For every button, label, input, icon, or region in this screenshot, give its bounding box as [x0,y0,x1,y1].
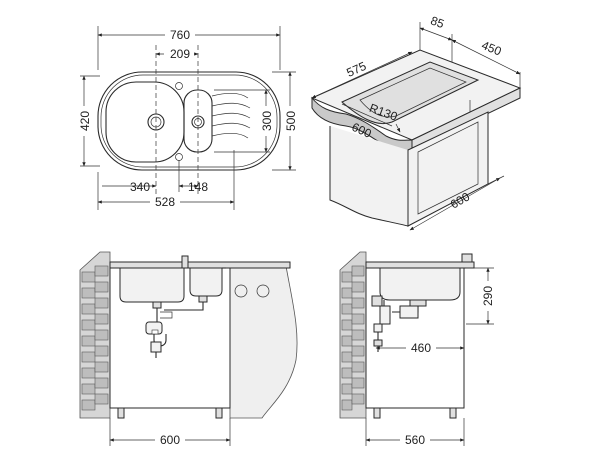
dim-inner-depth: 300 [260,111,274,131]
dim-small-gap: 148 [188,180,208,194]
valve-left [234,284,248,298]
top-view: 760 209 420 300 500 340 148 528 [77,26,298,210]
dim-side-height: 290 [481,286,495,306]
isometric-view: 85 450 575 R130 600 600 [310,13,522,231]
side-plumbing [371,295,427,352]
brick-wall-side [339,251,367,419]
dim-outer-depth: 500 [284,111,298,131]
countertop-front-view [109,261,291,269]
side-basin [379,268,461,301]
overflow-hole [175,153,183,161]
drain-plumbing [145,295,208,358]
cabinet-front [329,126,409,227]
dim-bowl-offset: 209 [170,47,190,61]
dim-side-cabinet-depth: 560 [405,433,425,447]
dim-side-depth: 460 [411,341,431,355]
front-legs [110,407,230,419]
sink-outline [97,71,281,171]
dim-cabinet-width: 600 [160,433,180,447]
front-view: 600 [79,251,298,447]
dim-bowl-width: 340 [130,180,150,194]
dim-overall-width: 760 [170,28,190,42]
drainer-ribs [211,92,251,139]
dim-iso-a: 85 [429,13,447,31]
valve-right [256,284,270,298]
side-view: 290 460 560 [339,251,495,447]
brick-wall-front [79,251,111,419]
side-tap [461,253,473,263]
tap-hole [175,82,183,90]
dim-bowl-span: 528 [155,195,175,209]
countertop-side [411,87,521,151]
countertop-side-view [365,261,475,269]
back-panel [229,265,298,419]
front-small-basin [189,268,223,297]
tap [181,255,189,269]
side-legs [366,407,464,419]
main-bowl [105,81,185,163]
front-main-basin [119,268,185,303]
dim-overall-depth: 420 [78,111,92,131]
